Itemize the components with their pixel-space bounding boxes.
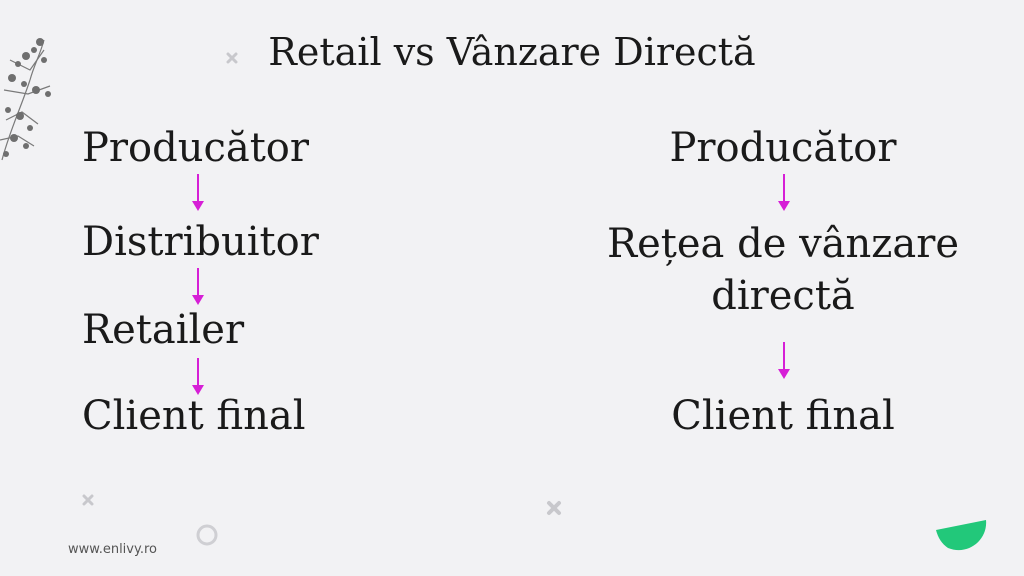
slide-title: Retail vs Vânzare Directă <box>268 30 756 74</box>
cross-icon <box>226 52 238 64</box>
direct-step-end-client: Client final <box>671 393 895 439</box>
website-footer: www.enlivy.ro <box>68 542 157 557</box>
retail-step-retailer: Retailer <box>82 307 245 353</box>
retail-step-producer: Producător <box>82 125 310 171</box>
retail-step-end-client: Client final <box>82 393 306 439</box>
down-arrow-icon <box>778 342 790 379</box>
direct-step-network-line-1: Rețea de vânzare <box>606 221 959 267</box>
down-arrow-icon <box>192 174 204 211</box>
circle-icon <box>196 524 218 546</box>
down-arrow-icon <box>778 174 790 211</box>
direct-step-network: Rețea de vânzare directă <box>573 218 993 322</box>
cross-icon <box>547 501 561 515</box>
plant-sketch-icon <box>0 38 51 161</box>
down-arrow-icon <box>192 358 204 395</box>
down-arrow-icon <box>192 268 204 305</box>
direct-step-network-line-2: directă <box>711 273 855 319</box>
cross-icon <box>82 494 94 506</box>
retail-step-distributor: Distribuitor <box>82 219 319 265</box>
direct-step-producer: Producător <box>669 125 897 171</box>
half-circle-logo-icon <box>936 520 987 551</box>
